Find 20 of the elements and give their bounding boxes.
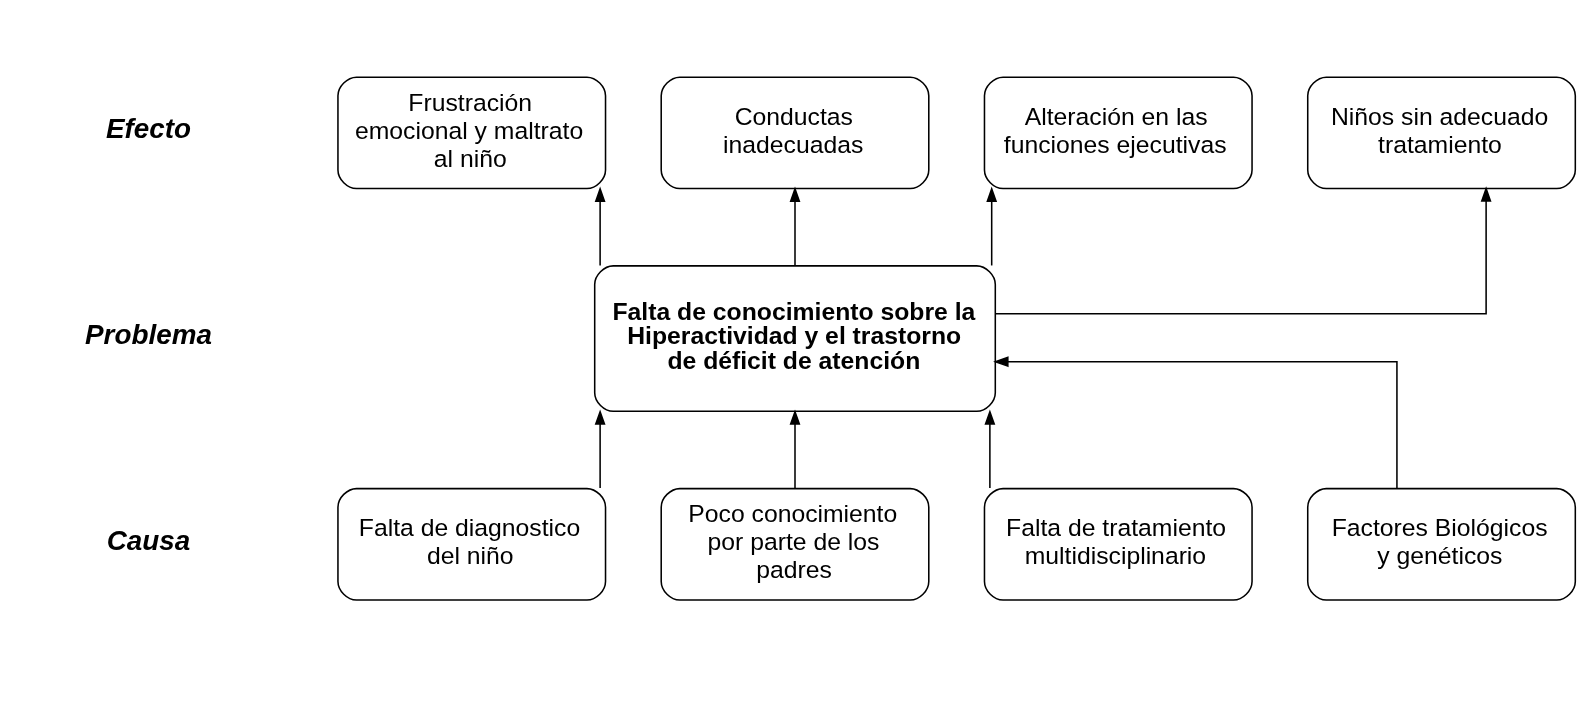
- arrow: [986, 186, 998, 267]
- arrow: [594, 186, 606, 267]
- node-box: Falta de tratamiento multidisciplinario: [983, 487, 1253, 601]
- arrow: [984, 409, 996, 489]
- arrow: [789, 409, 801, 489]
- node-box: Conductas inadecuadas: [660, 76, 930, 190]
- node-box: Factores Biológicos y genéticos: [1306, 487, 1577, 601]
- arrow: [789, 186, 801, 267]
- node-box: Poco conocimiento por parte de los padres: [660, 487, 930, 601]
- node-box: Falta de conocimiento sobre la Hiperactividad y el trastorno de déficit de atención: [593, 265, 997, 413]
- node-box: Falta de diagnostico del niño: [337, 487, 607, 601]
- arrow: [993, 356, 1398, 490]
- node-box: Frustración emocional y maltrato al niño: [337, 76, 607, 190]
- label: Efecto: [105, 113, 192, 145]
- arrow: [594, 409, 606, 489]
- label: Problema: [85, 318, 212, 350]
- label: Causa: [106, 524, 191, 556]
- node-box: Niños sin adecuado tratamiento: [1306, 76, 1577, 190]
- node-box: Alteración en las funciones ejecutivas: [983, 76, 1253, 190]
- arrow: [994, 186, 1492, 315]
